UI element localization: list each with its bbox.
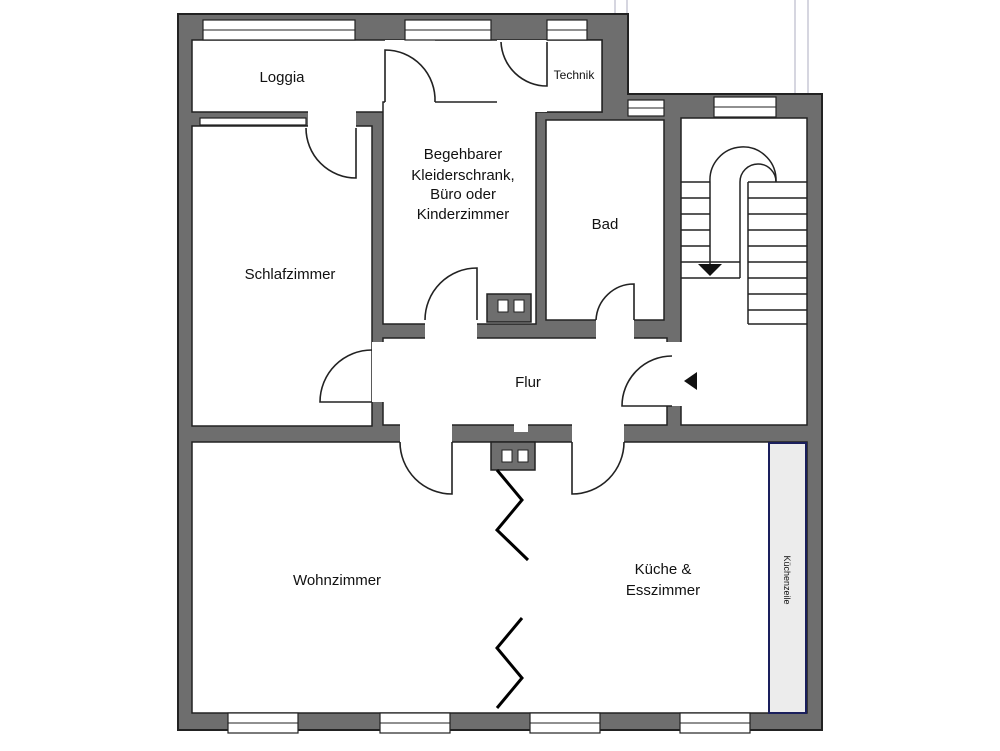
label-loggia: Loggia xyxy=(259,69,305,86)
window xyxy=(713,96,777,118)
label-bad: Bad xyxy=(592,216,619,233)
door-swings xyxy=(305,41,673,495)
room-bad xyxy=(545,119,665,321)
window xyxy=(627,99,665,117)
window xyxy=(202,19,356,41)
door-bad-flur xyxy=(595,283,635,321)
label-wohnzimmer: Wohnzimmer xyxy=(293,572,381,589)
kuechenzeile-counter xyxy=(768,442,807,714)
door-loggia-begehbar xyxy=(384,49,436,103)
door-flur-kueche xyxy=(571,441,625,495)
window xyxy=(227,712,299,734)
room-treppenhaus xyxy=(680,117,808,426)
loggia-sliding-window xyxy=(199,117,307,126)
label-begehbar-2: Kleiderschrank, xyxy=(411,167,514,184)
staircase xyxy=(681,146,807,325)
door-flur-treppe xyxy=(621,355,673,407)
window xyxy=(529,712,601,734)
door-technik xyxy=(500,41,548,87)
room-begehbarer xyxy=(382,101,537,325)
window xyxy=(379,712,451,734)
label-technik: Technik xyxy=(554,68,596,82)
door-flur-schlaf xyxy=(319,349,373,403)
folding-doors xyxy=(494,469,530,709)
label-kuechenzeile: Küchenzeile xyxy=(782,555,792,604)
door-begehbar-flur xyxy=(424,267,478,321)
windows xyxy=(199,19,777,734)
window xyxy=(404,19,492,41)
chimney-blocks xyxy=(486,293,536,471)
label-schlafzimmer: Schlafzimmer xyxy=(245,266,336,283)
label-kueche-2: Esszimmer xyxy=(626,582,700,599)
label-begehbar-3: Büro oder xyxy=(430,186,496,203)
label-begehbar-4: Kinderzimmer xyxy=(417,206,510,223)
door-flur-wohnen xyxy=(399,441,453,495)
door-schlaf-loggia xyxy=(305,127,357,179)
room-flur xyxy=(382,337,668,426)
window xyxy=(546,19,588,41)
room-wohnen-kueche xyxy=(191,441,808,714)
label-flur: Flur xyxy=(515,374,541,391)
label-begehbar-1: Begehbarer xyxy=(424,146,502,163)
window xyxy=(679,712,751,734)
entry-arrow-icon xyxy=(684,372,697,390)
label-kueche-1: Küche & xyxy=(635,561,692,578)
rooms xyxy=(191,39,808,714)
